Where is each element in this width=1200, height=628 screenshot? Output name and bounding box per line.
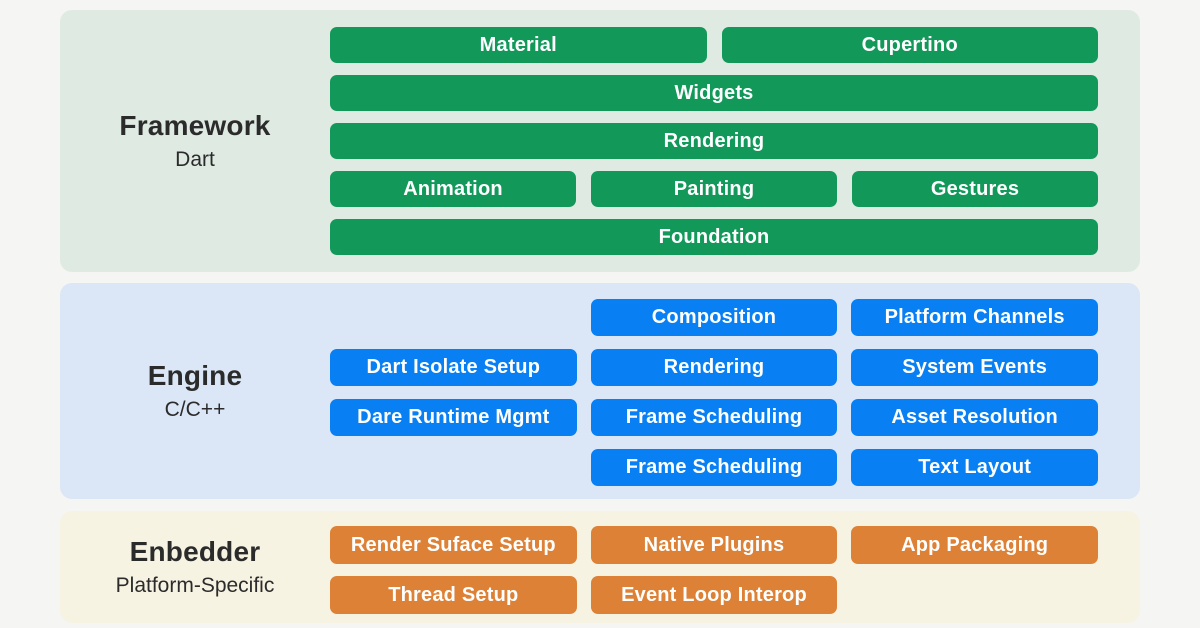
embedder-blocks-grid: Render Suface Setup Native Plugins App P… <box>330 526 1098 614</box>
block-asset-resolution: Asset Resolution <box>851 399 1098 436</box>
block-animation: Animation <box>330 171 576 207</box>
engine-blocks-grid: Composition Platform Channels Dart Isola… <box>330 299 1098 486</box>
block-cupertino: Cupertino <box>721 27 1098 63</box>
engine-layer-subtitle: C/C++ <box>164 398 226 421</box>
framework-blocks-grid: Material Cupertino Widgets Rendering Ani… <box>330 27 1098 255</box>
block-gestures: Gestures <box>852 171 1098 207</box>
block-material: Material <box>330 27 707 63</box>
block-painting: Painting <box>591 171 837 207</box>
block-event-loop-interop: Event Loop Interop <box>590 576 838 614</box>
embedder-layer-subtitle: Platform-Specific <box>115 574 275 597</box>
engine-layer-panel: Engine C/C++ Composition Platform Channe… <box>60 283 1140 499</box>
embedder-layer-title: Enbedder <box>129 535 261 567</box>
framework-layer-panel: Framework Dart Material Cupertino Widget… <box>60 10 1140 272</box>
framework-layer-label: Framework Dart <box>60 10 330 272</box>
engine-layer-label: Engine C/C++ <box>60 283 330 499</box>
framework-layer-subtitle: Dart <box>175 148 215 171</box>
framework-layer-title: Framework <box>119 109 271 141</box>
engine-layer-title: Engine <box>147 359 243 391</box>
block-composition: Composition <box>590 299 838 336</box>
block-rendering: Rendering <box>330 123 1098 159</box>
block-thread-setup: Thread Setup <box>330 576 577 614</box>
block-render-surface-setup: Render Suface Setup <box>330 526 577 564</box>
block-system-events: System Events <box>851 349 1098 386</box>
block-frame-scheduling-1: Frame Scheduling <box>590 399 838 436</box>
block-rendering-engine: Rendering <box>590 349 838 386</box>
block-widgets: Widgets <box>330 75 1098 111</box>
block-foundation: Foundation <box>330 219 1098 255</box>
embedder-layer-label: Enbedder Platform-Specific <box>60 511 330 623</box>
block-native-plugins: Native Plugins <box>590 526 838 564</box>
block-text-layout: Text Layout <box>851 449 1098 486</box>
block-platform-channels: Platform Channels <box>851 299 1098 336</box>
block-app-packaging: App Packaging <box>851 526 1098 564</box>
embedder-layer-panel: Enbedder Platform-Specific Render Suface… <box>60 511 1140 623</box>
block-dart-isolate-setup: Dart Isolate Setup <box>330 349 577 386</box>
block-frame-scheduling-2: Frame Scheduling <box>590 449 838 486</box>
block-dare-runtime-mgmt: Dare Runtime Mgmt <box>330 399 577 436</box>
